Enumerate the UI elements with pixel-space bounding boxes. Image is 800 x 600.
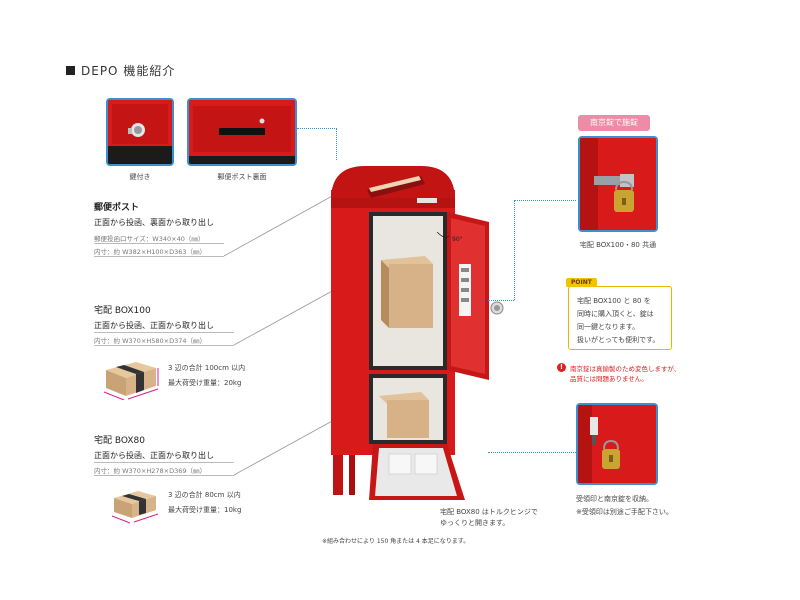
lock-photo — [106, 98, 174, 166]
page-title: DEPO 機能紹介 — [81, 64, 176, 78]
divider — [94, 256, 224, 257]
padlock-caption: 宅配 BOX100・80 共通 — [579, 241, 657, 249]
warning-icon: ! — [557, 363, 566, 372]
point-line-3: 同一鍵となります。 — [577, 323, 640, 331]
box80-subtitle: 正面から投函、正面から取り出し — [94, 451, 214, 460]
divider — [94, 462, 234, 463]
hinge-note-2: ゆっくりと開きます。 — [440, 519, 510, 527]
box100-note-1: 3 辺の合計 100cm 以内 — [168, 364, 246, 372]
heading-square-icon — [66, 66, 75, 75]
point-line-1: 宅配 BOX100 と 80 を — [577, 297, 651, 305]
divider — [94, 243, 224, 244]
mailbox-back-caption: 郵便ポスト裏面 — [217, 173, 267, 181]
connector-line — [514, 200, 515, 300]
box100-cardboard-icon — [103, 362, 159, 400]
door-angle-label: 90° — [452, 236, 463, 243]
lock-caption: 鍵付き — [129, 173, 151, 181]
mailbox-subtitle: 正面から投函、裏面から取り出し — [94, 218, 214, 227]
mailbox-back-photo — [187, 98, 297, 166]
storage-photo — [576, 403, 658, 485]
box100-spec: 内寸：約 W370×H580×D374（㎜） — [94, 337, 206, 345]
box80-spec: 内寸：約 W370×H278×D369（㎜） — [94, 467, 206, 475]
point-line-2: 同時に購入頂くと、錠は — [577, 310, 654, 318]
box100-note-2: 最大荷受け重量：20kg — [168, 379, 242, 387]
mailbox-title: 郵便ポスト — [94, 203, 140, 213]
page-heading: DEPO 機能紹介 — [66, 62, 175, 79]
point-box — [568, 286, 672, 350]
padlock-badge: 南京錠で施錠 — [578, 115, 650, 131]
divider — [94, 332, 234, 333]
box100-title: 宅配 BOX100 — [94, 306, 151, 316]
divider — [94, 345, 234, 346]
mailbox-spec-2: 内寸：約 W382×H100×D363（㎜） — [94, 248, 206, 256]
box80-note-1: 3 辺の合計 80cm 以内 — [168, 491, 241, 499]
connector-line — [514, 200, 576, 201]
connector-line — [488, 452, 576, 453]
divider — [94, 475, 234, 476]
connector-line — [336, 128, 337, 160]
box80-cardboard-icon — [111, 491, 159, 524]
connector-line — [297, 128, 337, 129]
box100-subtitle: 正面から投函、正面から取り出し — [94, 321, 214, 330]
box80-note-2: 最大荷受け重量：10kg — [168, 506, 242, 514]
point-tag: POINT — [566, 278, 597, 287]
point-line-4: 扱いがとっても便利です。 — [577, 336, 660, 344]
hinge-note-1: 宅配 BOX80 はトルクヒンジで — [440, 508, 538, 516]
storage-caption-2: ※受領印は別途ご手配下さい。 — [576, 508, 673, 516]
padlock-photo — [578, 136, 658, 232]
box80-title: 宅配 BOX80 — [94, 436, 146, 446]
warning-line-2: 品質には問題ありません。 — [570, 375, 648, 383]
combination-footnote: ※組み合わせにより 150 角または 4 本足になります。 — [322, 538, 470, 545]
connector-line — [488, 300, 514, 301]
storage-caption-1: 受領印と南京錠を収納。 — [576, 495, 653, 503]
mailbox-spec-1: 郵便投函口サイズ：W340×40（㎜） — [94, 235, 205, 243]
warning-line-1: 南京錠は真鍮製のため変色しますが、 — [570, 365, 681, 373]
depo-post-illustration — [331, 166, 504, 500]
